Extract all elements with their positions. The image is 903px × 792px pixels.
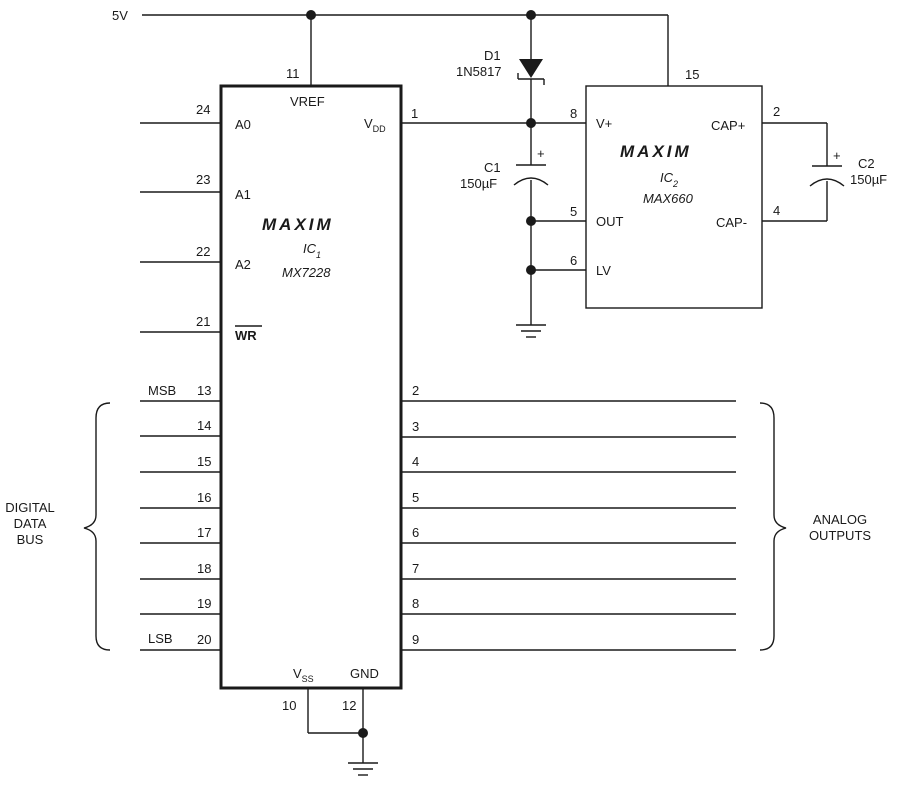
c2-value: 150µF: [850, 172, 887, 187]
c2-polarity: +: [833, 148, 841, 163]
ic2-ref: IC2: [660, 170, 678, 189]
capacitor-c1: + C1 150µF: [460, 146, 586, 338]
capacitor-c2: + C2 150µF: [762, 122, 887, 222]
ground-symbol-c1: [516, 324, 546, 338]
ic1-pin-a2-label: A2: [235, 257, 251, 272]
ic2-pin-4-number: 4: [773, 203, 780, 218]
ic2-pin-5-number: 5: [570, 204, 577, 219]
ic2-pin-8-number: 8: [570, 106, 577, 121]
ic1-data-pin-number: 15: [197, 454, 211, 469]
ic1-data-pin-number: 20: [197, 632, 211, 647]
ic1-part: MX7228: [282, 265, 331, 280]
diode-d1-symbol: [519, 59, 543, 78]
digital-bus-label: DIGITAL DATA BUS: [5, 500, 55, 547]
c1-value: 150µF: [460, 176, 497, 191]
ic1-body: [219, 84, 403, 690]
ic1-output-pin-number: 2: [412, 383, 419, 398]
analog-outputs-label: ANALOG OUTPUTS: [809, 512, 871, 543]
ic2-max660: MAXIM IC2 MAX660 15 8 V+ 5 OUT 6 LV CAP+…: [570, 67, 780, 309]
ic2-pin-lv-label: LV: [596, 263, 611, 278]
ic1-pin-11-number: 11: [286, 66, 300, 81]
ic2-pin-2-number: 2: [773, 104, 780, 119]
ic1-ref: IC1: [303, 241, 321, 260]
ic1-data-pin-number: 13: [197, 383, 211, 398]
ic1-pin-23-number: 23: [196, 172, 210, 187]
ic2-pin-15-number: 15: [685, 67, 699, 82]
d1-part: 1N5817: [456, 64, 502, 79]
d1-ref: D1: [484, 48, 501, 63]
ic1-pin-wr-label: WR: [235, 328, 257, 343]
ic2-pin-6-number: 6: [570, 253, 577, 268]
diode-d1: D1 1N5817: [456, 15, 545, 165]
ic2-pin-capp-label: CAP+: [711, 118, 745, 133]
c1-ref: C1: [484, 160, 501, 175]
analog-outputs-brace: [759, 402, 787, 651]
ground-symbol-ic1: [348, 762, 378, 776]
ic2-part: MAX660: [643, 191, 694, 206]
ic1-pin-vref-label: VREF: [290, 94, 325, 109]
ic1-data-pin-number: 16: [197, 490, 211, 505]
ic1-output-pin-number: 5: [412, 490, 419, 505]
gnd-junction: [358, 728, 368, 738]
digital-bus-brace: [83, 402, 111, 651]
ic1-output-pin-number: 8: [412, 596, 419, 611]
ic1-output-pin-number: 7: [412, 561, 419, 576]
ic1-pin-a1-label: A1: [235, 187, 251, 202]
supply-rail: 5V: [112, 8, 669, 86]
ic1-output-pin-number: 9: [412, 632, 419, 647]
ic1-output-pin-number: 6: [412, 525, 419, 540]
c1-polarity: +: [537, 146, 545, 161]
ic1-output-pins: 2 3 4 5 6 7 8 9: [401, 383, 736, 651]
ic1-data-pin-number: 14: [197, 418, 211, 433]
ic2-body: [585, 85, 763, 309]
ic1-pin-vdd-label: VDD: [364, 116, 386, 134]
ic1-pin-1-number: 1: [411, 106, 418, 121]
ic1-pin-21-number: 21: [196, 314, 210, 329]
analog-outputs-line-1: ANALOG: [813, 512, 867, 527]
ic1-data-pin-number: 19: [197, 596, 211, 611]
ic2-pin-out-label: OUT: [596, 214, 624, 229]
ic1-pin-a0-label: A0: [235, 117, 251, 132]
msb-label: MSB: [148, 383, 176, 398]
ic1-data-pin-number: 18: [197, 561, 211, 576]
digital-bus-line-3: BUS: [17, 532, 44, 547]
ic1-mx7228: MAXIM IC1 MX7228 11 VREF 1 VDD 24 A0 23 …: [140, 15, 736, 776]
ic1-pin-12-number: 12: [342, 698, 356, 713]
ic1-data-pins: 13 14 15 16 17 18 19 20: [140, 383, 221, 651]
ic2-maxim-logo: MAXIM: [620, 142, 692, 161]
ic1-pin-gnd-label: GND: [350, 666, 379, 681]
vdd-junction: [526, 118, 536, 128]
ic2-pin-vplus-label: V+: [596, 116, 612, 131]
ic1-maxim-logo: MAXIM: [262, 215, 334, 234]
ic1-output-pin-number: 4: [412, 454, 419, 469]
ic1-output-pin-number: 3: [412, 419, 419, 434]
supply-label: 5V: [112, 8, 128, 23]
c2-ref: C2: [858, 156, 875, 171]
ic1-pin-24-number: 24: [196, 102, 210, 117]
digital-bus-line-2: DATA: [14, 516, 47, 531]
ic1-pin-22-number: 22: [196, 244, 210, 259]
ic1-pin-vss-label: VSS: [293, 666, 314, 684]
ic1-data-pin-number: 17: [197, 525, 211, 540]
analog-outputs-line-2: OUTPUTS: [809, 528, 871, 543]
ic1-pin-10-number: 10: [282, 698, 296, 713]
digital-bus-line-1: DIGITAL: [5, 500, 55, 515]
lsb-label: LSB: [148, 631, 173, 646]
ic2-pin-capm-label: CAP-: [716, 215, 747, 230]
